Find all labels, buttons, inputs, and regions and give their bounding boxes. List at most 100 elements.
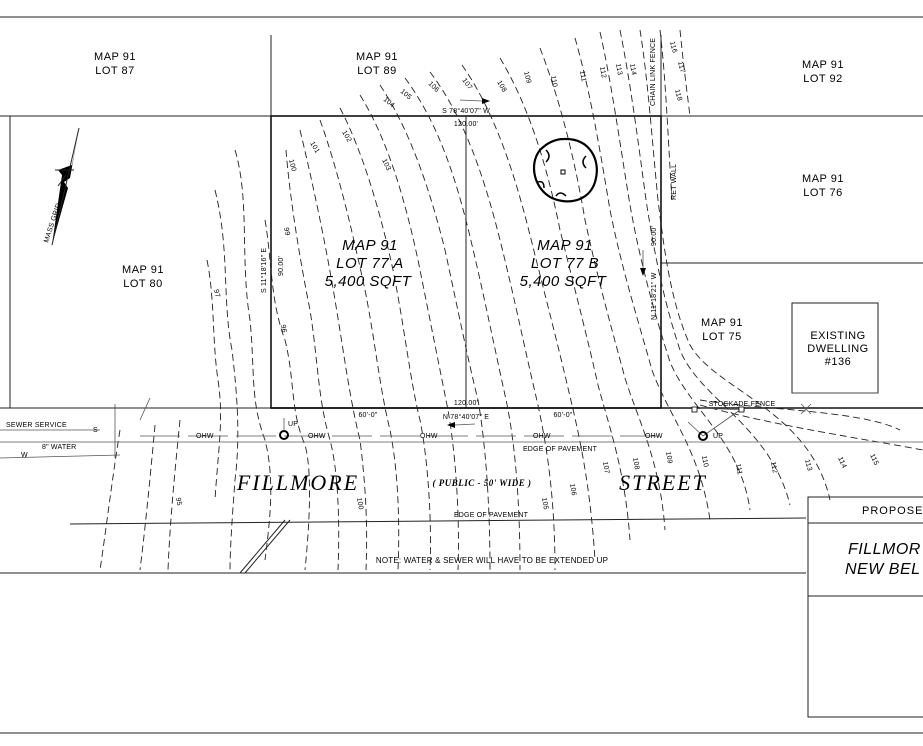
parcel-lines	[0, 35, 923, 409]
lot77a-map-label: MAP 91	[342, 237, 398, 254]
contour-label: 114	[836, 456, 847, 470]
contour-label: 97	[212, 289, 221, 299]
bearing-arrow-icon	[459, 98, 490, 104]
stockade-fence-label: STOCKADE FENCE	[709, 401, 776, 408]
contour-label: 114	[628, 63, 637, 76]
lot87-map-label: MAP 91	[94, 51, 136, 63]
contour-label: 113	[614, 63, 623, 76]
street-name-right: STREET	[619, 470, 707, 495]
lot77a-area-label: 5,400 SQFT	[325, 273, 413, 290]
contour-label: 109	[522, 71, 532, 85]
water-line-label: 8" WATER	[42, 444, 76, 451]
sewer-mark: S	[93, 427, 98, 434]
contour-label: 108	[631, 457, 640, 470]
pole-up-label: UP	[288, 421, 298, 428]
contour-label-group: 97 96 99 100 101 102 103 104 105 106 107…	[174, 41, 879, 511]
contour-label: 110	[549, 75, 558, 88]
lot80-map-label: MAP 91	[122, 264, 164, 276]
east-bearing: N 11°18'21" W	[650, 272, 658, 320]
north-arrow-label: MASS GRID	[43, 202, 62, 243]
contour-label: 105	[540, 497, 549, 510]
lot77a-lot-label: LOT 77 A	[336, 255, 404, 272]
dwelling-label-3: #136	[825, 356, 851, 368]
utility-pole-icon	[698, 431, 708, 441]
frontage-a: 60'-0"	[358, 412, 377, 419]
contour-label: 106	[427, 80, 441, 94]
ret-wall-label: RET WALL	[671, 164, 678, 200]
title-block-heading: PROPOSEI	[862, 505, 923, 517]
contour-label: 101	[308, 141, 320, 155]
contour-label: 102	[340, 130, 352, 144]
edge-of-pavement-bottom: EDGE OF PAVEMENT	[454, 512, 529, 519]
ohw-label: OHW	[420, 433, 438, 440]
lot87-lot-label: LOT 87	[95, 65, 135, 77]
street-lines	[0, 397, 923, 574]
contour-lines	[99, 29, 923, 571]
contour-label: 118	[673, 89, 683, 102]
bearing-arrow-icon	[640, 250, 646, 276]
title-block-line-2: NEW BEL	[845, 561, 921, 578]
contour-label: 117	[676, 61, 686, 74]
pole-up-label: UP	[713, 433, 723, 440]
utility-pole-icon	[279, 418, 289, 440]
bearing-arrow-icon	[447, 422, 476, 428]
title-block	[807, 496, 923, 718]
contour-label: 100	[355, 497, 364, 510]
subject-lots-boundary	[270, 115, 923, 409]
utility-extension-note: NOTE: WATER & SEWER WILL HAVE TO BE EXTE…	[376, 556, 608, 565]
lot89-lot-label: LOT 89	[357, 65, 397, 77]
south-bearing: N 78°40'07" E	[443, 413, 489, 421]
contour-label: 116	[668, 41, 678, 54]
contour-label: 113	[803, 459, 813, 472]
chain-link-fence-label: CHAIN LINK FENCE	[650, 38, 657, 106]
lot89-map-label: MAP 91	[356, 51, 398, 63]
frontage-b: 60'-0"	[553, 412, 572, 419]
south-distance: 120.00'	[454, 400, 478, 407]
lot76-map-label: MAP 91	[802, 173, 844, 185]
contour-label: 99	[282, 227, 291, 236]
lot75-map-label: MAP 91	[701, 317, 743, 329]
ohw-label: OHW	[196, 433, 214, 440]
contour-label: 111	[578, 70, 587, 82]
contour-label: 110	[700, 455, 709, 468]
contour-label: 95	[174, 497, 182, 506]
contour-label: 111	[734, 463, 743, 475]
ohw-label: OHW	[308, 433, 326, 440]
lot77b-area-label: 5,400 SQFT	[520, 273, 608, 290]
water-mark: W	[21, 452, 28, 459]
west-bearing: S 11°18'16" E	[260, 248, 268, 293]
ohw-label: OHW	[645, 433, 663, 440]
lot92-lot-label: LOT 92	[803, 73, 843, 85]
lot77b-lot-label: LOT 77 B	[531, 255, 599, 272]
lot80-lot-label: LOT 80	[123, 278, 163, 290]
lot92-map-label: MAP 91	[802, 59, 844, 71]
lot77b-map-label: MAP 91	[537, 237, 593, 254]
dwelling-label-2: DWELLING	[807, 343, 868, 355]
east-distance: 90.00'	[651, 226, 658, 246]
contour-label: 115	[868, 453, 879, 467]
contour-label: 96	[279, 324, 287, 333]
contour-label: 106	[568, 483, 577, 496]
north-bearing: S 78°40'07" W	[442, 107, 490, 115]
contour-label: 112	[598, 66, 607, 79]
north-distance: 120.00'	[454, 121, 478, 128]
contour-label: 107	[601, 461, 610, 474]
street-name-left: FILLMORE	[236, 470, 359, 495]
contour-label: 105	[399, 88, 413, 101]
lot75-lot-label: LOT 75	[702, 331, 742, 343]
north-arrow-icon	[51, 127, 80, 246]
sewer-service-label: SEWER SERVICE	[6, 422, 67, 429]
edge-of-pavement-top: EDGE OF PAVEMENT	[523, 446, 598, 453]
street-width-note: ( PUBLIC - 50' WIDE )	[432, 478, 531, 488]
contour-label: 112	[769, 461, 778, 474]
contour-label: 108	[495, 80, 507, 94]
lot76-lot-label: LOT 76	[803, 187, 843, 199]
dwelling-label-1: EXISTING	[810, 330, 865, 342]
tree-icon	[532, 137, 598, 203]
west-distance: 90.00'	[278, 256, 285, 276]
contour-label: 109	[664, 451, 673, 464]
title-block-line-1: FILLMOR	[848, 541, 921, 558]
ohw-label: OHW	[533, 433, 551, 440]
contour-label: 100	[287, 159, 297, 173]
